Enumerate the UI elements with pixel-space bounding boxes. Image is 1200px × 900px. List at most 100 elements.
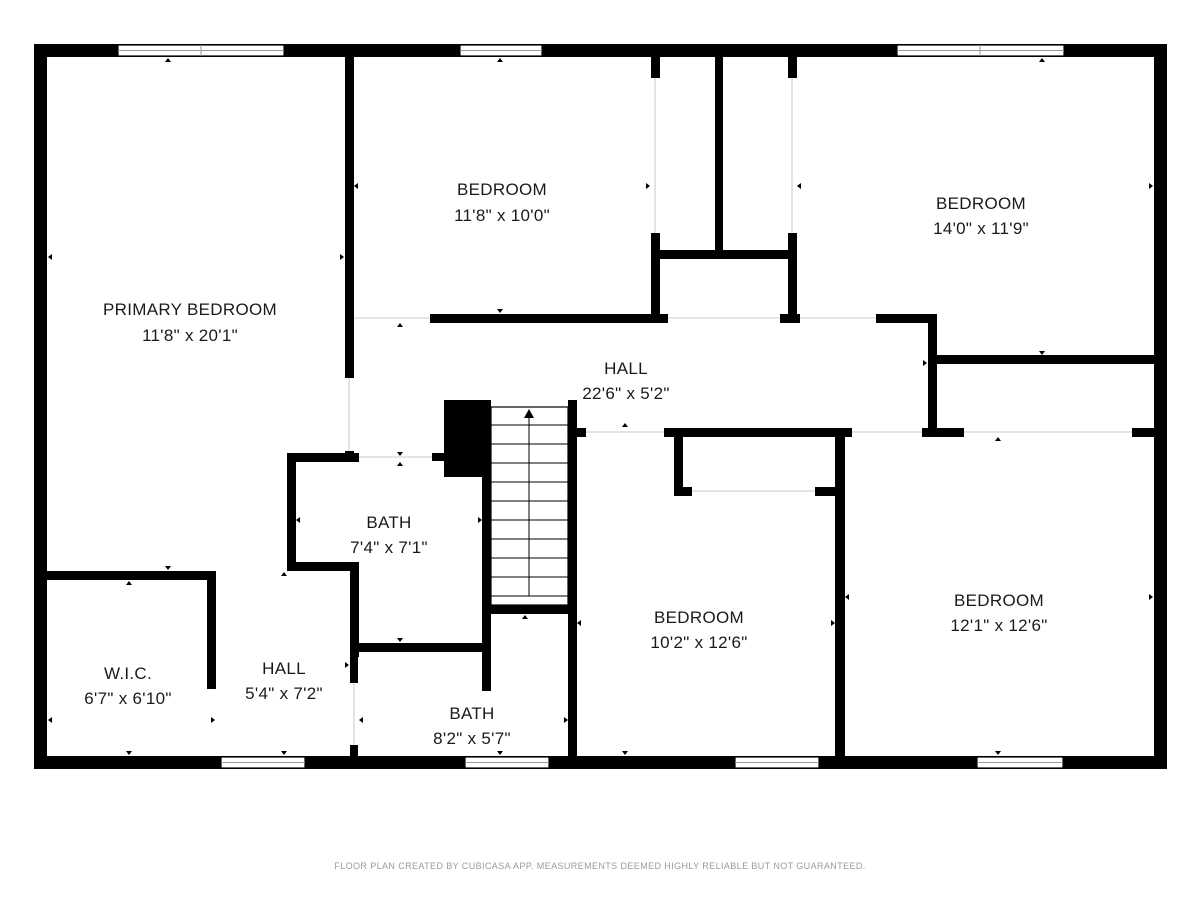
tick [296,517,300,523]
wall [651,57,660,78]
tick [478,517,482,523]
room-name-bath: BATH [366,513,411,532]
tick [397,452,403,456]
staircase [490,406,569,606]
tick [165,566,171,570]
window [896,44,1065,57]
wall [928,355,1167,364]
window [117,44,285,57]
tick [497,58,503,62]
tick [48,717,52,723]
wall [715,57,723,258]
tick [397,462,403,466]
room-dims-bedroom: 11'8" x 10'0" [454,206,550,225]
room-dims-wic: 6'7" x 6'10" [84,689,171,708]
wall [651,233,660,323]
room-dims-bath: 7'4" x 7'1" [350,538,428,557]
room-dims-primary-bedroom: 11'8" x 20'1" [142,326,238,345]
tick [497,309,503,313]
room-dims-hall: 22'6" x 5'2" [582,384,669,403]
tick [831,620,835,626]
tick [622,423,628,427]
window [459,44,543,57]
wall [674,428,683,496]
tick [345,662,349,668]
room-dims-bath: 8'2" x 5'7" [433,729,511,748]
wall [1132,428,1167,437]
tick [359,717,363,723]
room-dims-bedroom: 14'0" x 11'9" [933,219,1029,238]
wall [482,605,491,691]
wall [350,562,359,657]
wall [788,233,797,323]
wall [47,571,216,580]
room-labels: PRIMARY BEDROOM 11'8" x 20'1" BEDROOM 11… [84,180,1047,748]
wall [568,400,577,760]
tick [1039,58,1045,62]
wall [350,657,358,683]
room-name-bath: BATH [449,704,494,723]
exterior-wall-right [1154,44,1167,769]
door-openings [348,78,1132,745]
tick [622,751,628,755]
window [220,756,306,769]
tick [923,360,927,366]
tick [522,615,528,619]
room-name-primary-bedroom: PRIMARY BEDROOM [103,300,277,319]
tick [126,581,132,585]
wall [207,571,216,689]
wall [350,745,358,760]
window [976,756,1064,769]
tick [281,572,287,576]
wall [350,643,491,652]
interior-walls [47,57,1167,768]
exterior-wall-top [34,44,1167,57]
tick [577,620,581,626]
tick [165,58,171,62]
tick [340,254,344,260]
tick [1149,183,1153,189]
tick [281,751,287,755]
room-name-hall: HALL [262,659,306,678]
wall [780,314,800,323]
exterior-wall-bottom [34,756,1167,769]
tick [211,717,215,723]
wall [482,440,491,615]
stair-outline [490,406,569,606]
tick [797,183,801,189]
wall [815,487,845,496]
wall [430,314,668,323]
wall [568,428,586,437]
exterior-walls [34,44,1167,769]
room-name-bedroom: BEDROOM [457,180,547,199]
tick [564,717,568,723]
room-dims-hall: 5'4" x 7'2" [245,684,323,703]
room-dims-bedroom: 10'2" x 12'6" [650,633,747,652]
tick [497,751,503,755]
wall [345,57,354,378]
wall [876,314,937,323]
wall [788,57,797,78]
wall [674,487,692,496]
tick [995,751,1001,755]
room-name-bedroom: BEDROOM [936,194,1026,213]
wall [287,453,359,462]
room-name-bedroom: BEDROOM [954,591,1044,610]
tick [995,437,1001,441]
tick [354,183,358,189]
room-name-bedroom: BEDROOM [654,608,744,627]
wall [651,250,797,259]
wall [922,428,964,437]
wall [287,453,296,570]
measurement-ticks [48,58,1153,755]
tick [397,638,403,642]
wall [432,453,446,461]
wall [287,562,359,571]
wall [835,428,845,768]
footer-disclaimer: FLOOR PLAN CREATED BY CUBICASA APP. MEAS… [334,861,866,871]
tick [126,751,132,755]
wall [928,314,937,437]
exterior-wall-left [34,44,47,769]
wall [482,605,577,614]
